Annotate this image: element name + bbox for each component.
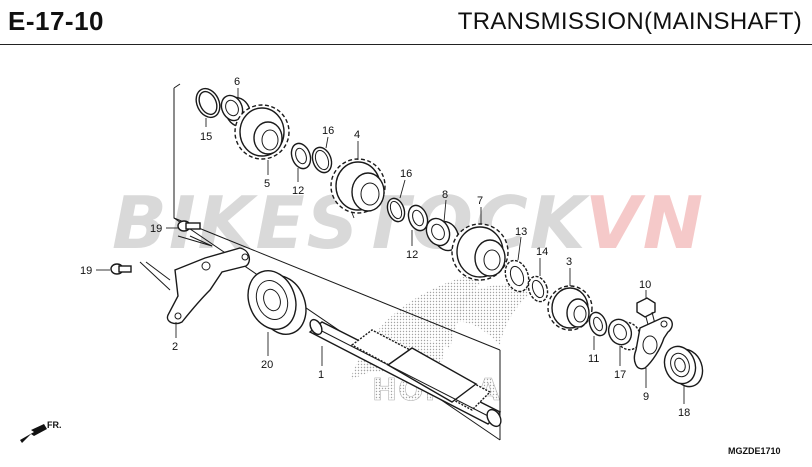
- part-9-set-plate: [633, 316, 673, 370]
- part-12-washer-upper: [290, 142, 312, 170]
- part-15-snap-ring: [195, 87, 221, 119]
- watermark-text-red: VN: [585, 181, 705, 265]
- leader-lines: [96, 88, 685, 404]
- part-14-snap-ring: [527, 275, 549, 303]
- diagram-section-code: E-17-10: [8, 6, 104, 36]
- callout-5: 5: [264, 178, 270, 190]
- part-19-bolt-upper: [177, 220, 213, 247]
- part-13-splined-washer: [504, 259, 530, 293]
- part-2-bracket: [166, 247, 251, 325]
- front-label: FR.: [47, 420, 62, 430]
- part-19-bolt-lower: [110, 261, 171, 291]
- part-1-mainshaft: [308, 318, 502, 428]
- callout-16-upper: 16: [322, 125, 334, 137]
- callout-19-upper: 19: [150, 223, 162, 235]
- part-8-needle-bearing: [425, 217, 460, 252]
- part-11-washer: [588, 311, 608, 337]
- callout-6: 6: [234, 76, 240, 88]
- callout-1: 1: [318, 369, 324, 381]
- diagram-title: TRANSMISSION(MAINSHAFT): [457, 8, 802, 35]
- header-divider: [0, 44, 812, 45]
- callout-14: 14: [536, 246, 548, 258]
- callout-17: 17: [614, 369, 626, 381]
- part-12-washer-lower: [407, 204, 429, 232]
- callout-2: 2: [172, 341, 178, 353]
- front-direction-indicator: FR.: [20, 420, 62, 443]
- callout-3: 3: [566, 256, 572, 268]
- part-5-gear: [234, 104, 290, 160]
- arrow-down-left-icon: [20, 424, 47, 443]
- callout-8: 8: [442, 189, 448, 201]
- callout-15: 15: [200, 131, 212, 143]
- callout-11: 11: [588, 353, 599, 365]
- part-20-ball-bearing: [247, 270, 307, 335]
- callout-18: 18: [678, 407, 690, 419]
- part-18-ball-bearing: [663, 345, 704, 388]
- callout-9: 9: [643, 391, 649, 403]
- part-16-snap-ring-upper: [311, 146, 333, 174]
- callout-12-lower: 12: [406, 249, 418, 261]
- callout-16-lower: 16: [400, 168, 412, 180]
- diagram-reference-code: MGZDE1710: [728, 446, 781, 456]
- callout-20: 20: [261, 359, 273, 371]
- part-16-snap-ring-lower: [386, 197, 406, 223]
- callouts: 6 15 5 12 16 4 16 12 8 7 13 14 3 11 17 1…: [80, 76, 690, 419]
- callout-19-lower: 19: [80, 265, 92, 277]
- callout-4: 4: [354, 129, 360, 141]
- callout-10: 10: [639, 279, 651, 291]
- callout-13: 13: [515, 226, 527, 238]
- part-7-gear: [451, 223, 509, 281]
- callout-7: 7: [477, 195, 483, 207]
- page-header: E-17-10 TRANSMISSION(MAINSHAFT): [0, 0, 812, 46]
- part-4-gear: [330, 158, 386, 214]
- part-3-gear: [547, 285, 593, 331]
- callout-12-upper: 12: [292, 185, 304, 197]
